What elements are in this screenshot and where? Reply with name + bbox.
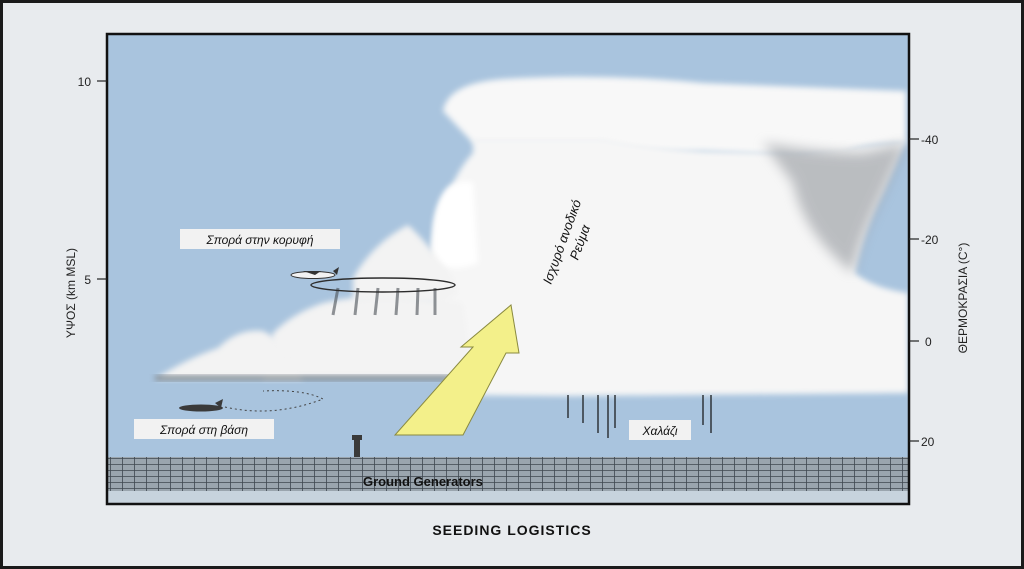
- left-tick-label: 10: [78, 75, 92, 89]
- right-tick-label: 0: [925, 335, 932, 349]
- base-seeding-label: Σπορά στη βάση: [159, 423, 248, 437]
- storm-cloud: [429, 76, 908, 396]
- figure-caption: SEEDING LOGISTICS: [432, 522, 591, 538]
- ground-generators-band: [107, 457, 909, 491]
- plane-base-icon: [179, 399, 223, 412]
- right-tick-label: 20: [921, 435, 935, 449]
- ground-generators-label: Ground Generators: [363, 474, 483, 489]
- flight-path-top: [310, 277, 456, 293]
- left-tick-label: 5: [84, 273, 91, 287]
- right-tick-label: -20: [921, 233, 939, 247]
- hail-label: Χαλάζι: [642, 424, 678, 438]
- ground-generator-icon: [352, 435, 362, 457]
- hail-streaks: [567, 395, 712, 438]
- feeder-cloud: [155, 225, 475, 381]
- plane-top-icon: [290, 267, 339, 279]
- right-axis-label: ΘΕΡΜΟΚΡΑΣΙΑ (C°): [956, 243, 970, 354]
- figure-frame: 10 5 ΥΨΟΣ (km MSL) -40 -20 0 20 ΘΕΡΜΟΚΡΑ…: [3, 3, 1021, 566]
- top-seeding-label: Σπορά στην κορυφή: [206, 233, 314, 247]
- right-tick-label: -40: [921, 133, 939, 147]
- left-axis-label: ΥΨΟΣ (km MSL): [64, 248, 78, 338]
- seeding-diagram: 10 5 ΥΨΟΣ (km MSL) -40 -20 0 20 ΘΕΡΜΟΚΡΑ…: [64, 32, 970, 538]
- updraft-arrow: [393, 304, 520, 436]
